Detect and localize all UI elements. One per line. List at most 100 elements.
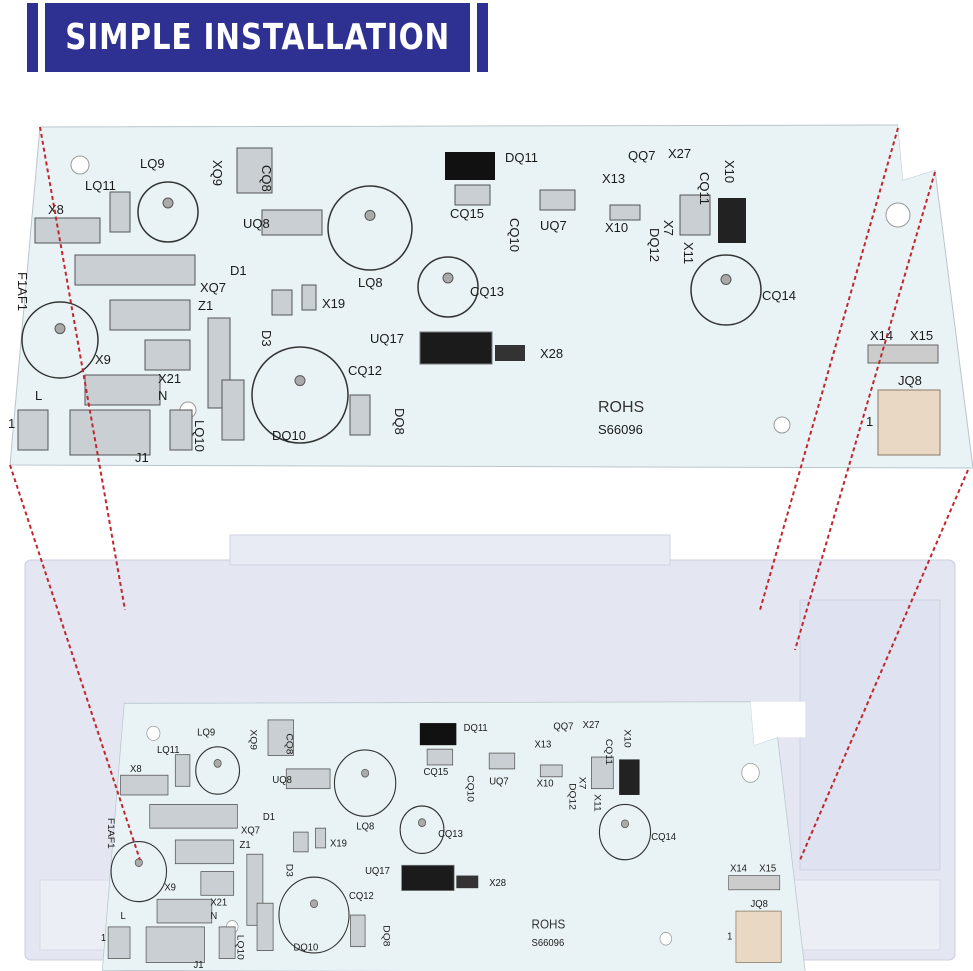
silkscreen-label: QQ7 xyxy=(553,721,573,732)
silkscreen-label: UQ7 xyxy=(540,218,567,233)
silkscreen-label: X21 xyxy=(210,897,227,908)
silkscreen-label: LQ9 xyxy=(140,156,165,171)
part-number: S66096 xyxy=(532,938,565,949)
component-pad xyxy=(218,926,236,959)
silkscreen-label: L xyxy=(121,911,127,922)
silkscreen-label: QQ7 xyxy=(628,148,655,163)
component-pad xyxy=(454,184,491,206)
component-pad xyxy=(156,898,213,924)
component-pad xyxy=(236,147,273,194)
part-number: S66096 xyxy=(598,422,643,437)
silkscreen-label: J1 xyxy=(135,450,149,465)
silkscreen-label: UQ17 xyxy=(370,331,404,346)
solder-pad xyxy=(620,819,629,829)
silkscreen-label: X11 xyxy=(681,242,696,264)
silkscreen-label: UQ7 xyxy=(489,776,508,787)
silkscreen-label: X14 xyxy=(870,328,893,343)
capacitor-outline xyxy=(399,805,445,855)
silkscreen-label: X15 xyxy=(759,863,776,874)
component-pad xyxy=(271,289,293,316)
silkscreen-label: XQ9 xyxy=(210,160,225,186)
silkscreen-label: X13 xyxy=(602,171,625,186)
silkscreen-label: CQ14 xyxy=(651,832,676,843)
silkscreen-label: 1 xyxy=(8,416,15,431)
capacitor-outline xyxy=(278,876,350,954)
guide-lines xyxy=(9,126,969,861)
silkscreen-label: X27 xyxy=(583,720,600,731)
board-notch xyxy=(750,701,806,746)
component-pad xyxy=(261,209,323,236)
component-pad xyxy=(609,204,641,221)
silkscreen-label: CQ10 xyxy=(507,218,522,252)
silkscreen-label: X19 xyxy=(322,296,345,311)
silkscreen-label: DQ12 xyxy=(567,783,578,810)
silkscreen-label: DQ8 xyxy=(380,925,391,947)
silkscreen-label: CQ8 xyxy=(259,165,274,192)
component-pad xyxy=(109,299,191,331)
silkscreen-label: 1 xyxy=(727,931,733,942)
component-x10 xyxy=(718,198,746,243)
component-pad xyxy=(69,409,151,456)
component-pad xyxy=(74,254,196,286)
solder-pad xyxy=(720,274,732,285)
component-pad xyxy=(221,379,245,441)
component-pad xyxy=(120,774,169,796)
silkscreen-label: X10 xyxy=(722,160,737,183)
silkscreen-label: X8 xyxy=(130,764,142,775)
capacitor-outline xyxy=(333,749,397,817)
capacitor-outline xyxy=(417,256,479,318)
silkscreen-label: X15 xyxy=(910,328,933,343)
silkscreen-label: 1 xyxy=(101,933,107,944)
silkscreen-label: N xyxy=(210,911,217,922)
solder-pad xyxy=(442,272,454,284)
silkscreen-label: D1 xyxy=(263,812,276,823)
silkscreen-label: LQ11 xyxy=(85,178,116,193)
silkscreen-label: CQ10 xyxy=(464,775,475,802)
housing-wall xyxy=(799,599,941,871)
silkscreen-label: Z1 xyxy=(198,298,213,313)
silkscreen-label: CQ12 xyxy=(349,891,374,902)
rohs-marking: ROHS xyxy=(532,917,566,932)
silkscreen-label: D3 xyxy=(259,330,274,347)
silkscreen-label: CQ11 xyxy=(603,739,614,766)
component-pad xyxy=(169,409,193,451)
header-x14-x15 xyxy=(867,344,939,364)
component-pad xyxy=(149,804,238,829)
capacitor-outline xyxy=(690,254,762,326)
silkscreen-label: LQ10 xyxy=(192,420,207,452)
solder-pad xyxy=(54,323,66,335)
solder-pad xyxy=(162,197,174,209)
solder-pad xyxy=(134,858,143,867)
silkscreen-label: CQ14 xyxy=(762,288,796,303)
silkscreen-label: X7 xyxy=(661,220,676,236)
resistor-x28 xyxy=(495,345,525,361)
silkscreen-label: XQ7 xyxy=(200,280,226,295)
chip-uq17 xyxy=(419,331,493,365)
silkscreen-label: DQ10 xyxy=(294,942,319,953)
silkscreen-label: X7 xyxy=(577,777,588,790)
solder-pad xyxy=(294,375,306,387)
silkscreen-label: LQ11 xyxy=(157,745,180,756)
component-pad xyxy=(539,764,563,778)
component-pad xyxy=(293,831,309,853)
silkscreen-label: LQ10 xyxy=(234,935,245,961)
silkscreen-label: L xyxy=(35,388,42,403)
silkscreen-label: DQ8 xyxy=(392,408,407,435)
silkscreen-label: X27 xyxy=(668,146,691,161)
silkscreen-label: DQ11 xyxy=(464,723,489,734)
mounting-hole xyxy=(773,416,791,434)
resistor-x28 xyxy=(456,875,479,889)
silkscreen-label: LQ9 xyxy=(197,727,215,738)
silkscreen-label: X9 xyxy=(164,882,176,893)
silkscreen-label: CQ13 xyxy=(438,829,463,840)
silkscreen-label: D3 xyxy=(283,864,294,878)
capacitor-outline xyxy=(110,840,168,903)
silkscreen-label: N xyxy=(158,388,167,403)
banner-right-stripe xyxy=(477,3,488,72)
silkscreen-label: UQ8 xyxy=(243,216,270,231)
diode-dq11 xyxy=(419,723,457,746)
silkscreen-label: CQ13 xyxy=(470,284,504,299)
silkscreen-label: X13 xyxy=(534,739,551,750)
